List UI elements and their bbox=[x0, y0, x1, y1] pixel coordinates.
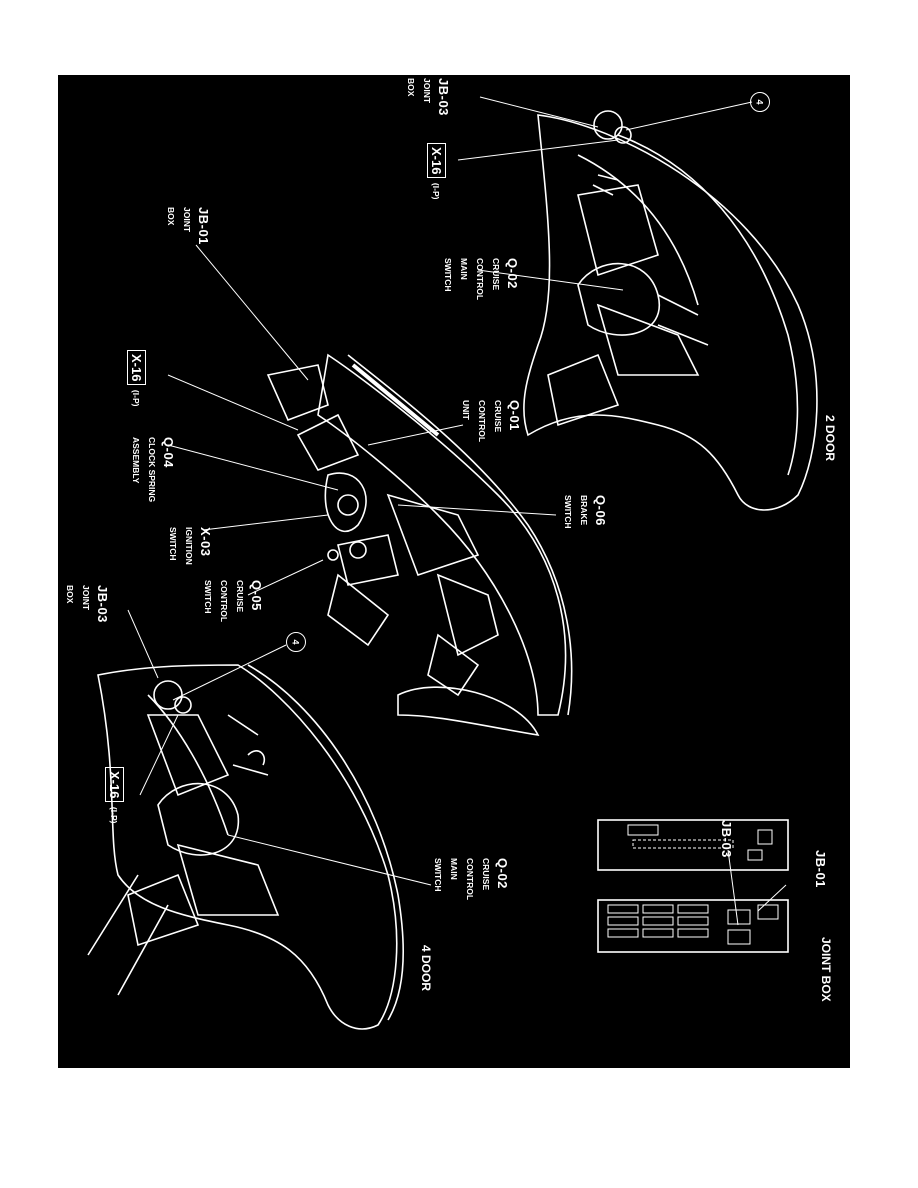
part-desc: CONTROL bbox=[475, 258, 485, 301]
label-q06: Q-06 BRAKE SWITCH bbox=[560, 495, 608, 529]
part-id: X-16 bbox=[127, 350, 146, 386]
label-x16-2door: X-16 (I-P) bbox=[427, 143, 446, 200]
part-desc: JOINT bbox=[422, 78, 432, 104]
part-desc: UNIT bbox=[461, 400, 471, 420]
part-desc: BOX bbox=[65, 585, 75, 604]
part-id: Q-02 bbox=[495, 858, 510, 889]
label-q02-2door: Q-02 CRUISE CONTROL MAIN SWITCH bbox=[440, 258, 520, 300]
part-desc: JOINT bbox=[81, 585, 91, 611]
part-desc: BOX bbox=[166, 207, 176, 226]
title-4door: 4 DOOR bbox=[418, 945, 434, 991]
callout-4-4door: 4 bbox=[286, 632, 306, 652]
part-id: JB-03 bbox=[95, 585, 110, 623]
part-id: X-16 bbox=[105, 767, 124, 803]
part-desc: MAIN bbox=[459, 258, 469, 280]
part-desc: CONTROL bbox=[219, 580, 229, 623]
view-title: 2 DOOR bbox=[823, 415, 837, 462]
part-desc: CRUISE bbox=[235, 580, 245, 613]
dashboard-4door-drawing bbox=[87, 609, 432, 1030]
part-desc: MAIN bbox=[449, 858, 459, 880]
part-sub: (I-P) bbox=[131, 389, 141, 407]
label-jb01-jointbox: JB-01 bbox=[812, 850, 828, 888]
part-desc: SWITCH bbox=[563, 495, 573, 529]
part-desc: IGNITION bbox=[184, 527, 194, 565]
steering-column-drawing bbox=[167, 244, 573, 737]
part-desc: BOX bbox=[406, 78, 416, 97]
label-jb01: JB-01 JOINT BOX bbox=[163, 207, 211, 245]
part-id: JB-03 bbox=[719, 820, 734, 858]
part-id: Q-01 bbox=[507, 400, 522, 431]
part-desc: SWITCH bbox=[168, 527, 178, 561]
part-desc: SWITCH bbox=[203, 580, 213, 614]
part-desc: CRUISE bbox=[493, 400, 503, 433]
dashboard-2door-drawing bbox=[457, 96, 818, 511]
part-id: X-16 bbox=[427, 143, 446, 179]
callout-number: 4 bbox=[754, 99, 765, 105]
callout-number: 4 bbox=[290, 639, 301, 645]
title-joint-box: JOINT BOX bbox=[818, 937, 834, 1002]
part-desc: CRUISE bbox=[481, 858, 491, 891]
label-jb03-2door: JB-03 JOINT BOX bbox=[403, 78, 451, 116]
part-id: Q-06 bbox=[593, 495, 608, 526]
view-title: 4 DOOR bbox=[419, 945, 433, 992]
view-title: JOINT BOX bbox=[819, 937, 833, 1002]
part-desc: CONTROL bbox=[477, 400, 487, 443]
part-id: JB-01 bbox=[813, 850, 828, 888]
label-q02-4door: Q-02 CRUISE CONTROL MAIN SWITCH bbox=[430, 858, 510, 900]
part-id: Q-02 bbox=[505, 258, 520, 289]
label-jb03-jointbox: JB-03 bbox=[718, 820, 734, 858]
callout-4-2door: 4 bbox=[750, 92, 770, 112]
label-jb03-4door: JB-03 JOINT BOX bbox=[62, 585, 110, 623]
label-x16-center: X-16 (I-P) bbox=[127, 350, 146, 407]
part-id: Q-04 bbox=[161, 437, 176, 468]
part-desc: CONTROL bbox=[465, 858, 475, 901]
part-id: Q-05 bbox=[249, 580, 264, 611]
part-id: JB-01 bbox=[196, 207, 211, 245]
label-x16-4door: X-16 (I-P) bbox=[105, 767, 124, 824]
part-sub: (I-P) bbox=[431, 182, 441, 200]
part-sub: (I-P) bbox=[109, 806, 119, 824]
part-desc: JOINT bbox=[182, 207, 192, 233]
part-desc: ASSEMBLY bbox=[131, 437, 141, 484]
part-desc: CRUISE bbox=[491, 258, 501, 291]
part-desc: CLOCK SPRING bbox=[147, 437, 157, 503]
part-desc: SWITCH bbox=[433, 858, 443, 892]
label-q01: Q-01 CRUISE CONTROL UNIT bbox=[458, 400, 522, 442]
label-q04: Q-04 CLOCK SPRING ASSEMBLY bbox=[128, 437, 176, 502]
part-id: X-03 bbox=[198, 527, 213, 557]
line-drawing bbox=[87, 96, 818, 1030]
joint-box-drawing bbox=[597, 819, 789, 953]
label-q05: Q-05 CRUISE CONTROL SWITCH bbox=[200, 580, 264, 622]
part-desc: SWITCH bbox=[443, 258, 453, 292]
part-desc: BRAKE bbox=[579, 495, 589, 526]
label-x03: X-03 IGNITION SWITCH bbox=[165, 527, 213, 565]
part-id: JB-03 bbox=[436, 78, 451, 116]
diagram-panel: JB-03 JOINT BOX X-16 (I-P) Q-02 CRUISE C… bbox=[58, 75, 850, 1068]
title-2door: 2 DOOR bbox=[822, 415, 838, 461]
